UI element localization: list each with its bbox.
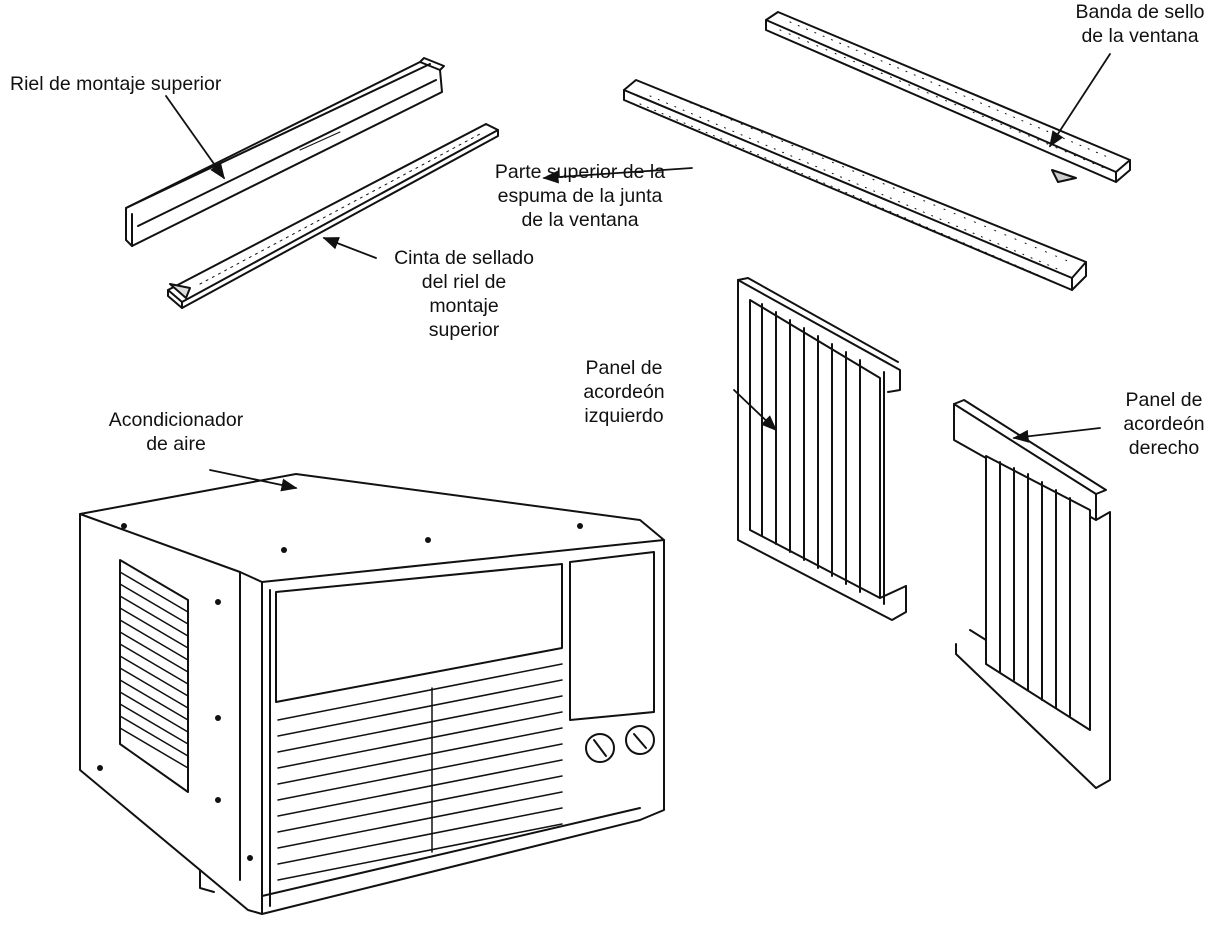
window-seal-strip bbox=[765, 11, 1131, 183]
rail-sealing-tape bbox=[167, 123, 499, 309]
leader-lines bbox=[165, 53, 1111, 492]
air-conditioner-unit bbox=[79, 473, 665, 915]
label-rail-sealing-tape: Cinta de sellado del riel de montaje sup… bbox=[394, 247, 534, 341]
label-foam-gasket-top: Parte superior de la espuma de la junta … bbox=[494, 161, 666, 231]
left-accordion-panel bbox=[737, 277, 907, 621]
label-left-accordion-panel: Panel de acordeón izquierdo bbox=[583, 357, 665, 427]
label-top-mounting-rail: Riel de montaje superior bbox=[10, 73, 222, 95]
right-accordion-panel bbox=[953, 399, 1111, 789]
label-right-accordion-panel: Panel de acordeón derecho bbox=[1123, 389, 1205, 459]
label-air-conditioner: Acondicionador de aire bbox=[108, 409, 244, 455]
top-mounting-rail bbox=[125, 57, 445, 247]
foam-gasket-top bbox=[623, 79, 1087, 291]
label-window-seal-strip: Banda de sello de la ventana bbox=[1075, 1, 1205, 47]
unit-screws bbox=[97, 523, 583, 861]
